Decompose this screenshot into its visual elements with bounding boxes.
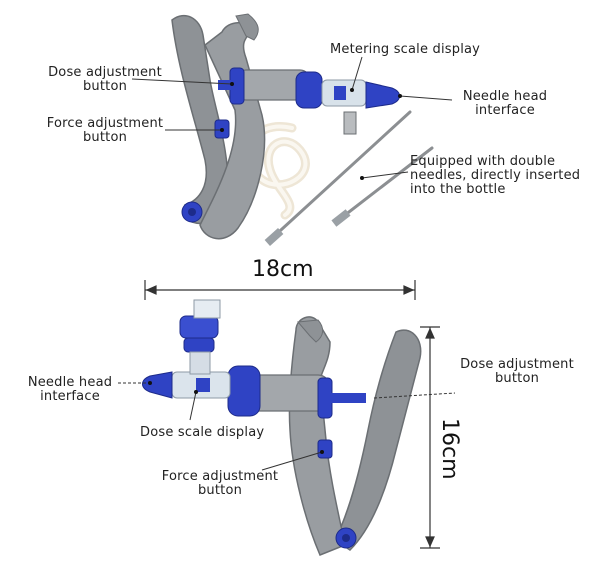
label-line: Dose adjustment: [48, 65, 162, 80]
height-dimension-label: 16cm: [437, 418, 462, 480]
top-leader-lines: [131, 56, 453, 179]
label-line: needles, directly inserted: [410, 168, 581, 183]
label-line: button: [494, 371, 540, 386]
label-line: Force adjustment: [46, 116, 164, 131]
label-line: into the bottle: [410, 182, 506, 197]
label-line: interface: [40, 389, 100, 404]
top-double-needles-label: Equipped with double needles, directly i…: [410, 155, 580, 197]
label-line: interface: [475, 103, 535, 118]
bottom-force-adjustment-label: Force adjustment button: [150, 470, 290, 498]
label-line: button: [197, 483, 243, 498]
bottom-needle-head-label: Needle head interface: [22, 376, 118, 404]
label-line: Equipped with double: [410, 154, 556, 169]
label-line: Dose adjustment: [460, 357, 574, 372]
bottom-dose-scale-label: Dose scale display: [140, 425, 265, 440]
width-dimension-label: 18cm: [252, 257, 314, 282]
label-line: Force adjustment: [161, 469, 279, 484]
label-line: Needle head: [462, 89, 548, 104]
top-syringe: [171, 13, 434, 246]
bottom-dose-adjustment-label: Dose adjustment button: [455, 358, 579, 386]
label-line: Needle head: [27, 375, 113, 390]
bottom-syringe: [142, 299, 422, 556]
top-needle-head-label: Needle head interface: [455, 90, 555, 118]
height-dimension-line: [420, 326, 440, 549]
label-line: button: [82, 130, 128, 145]
width-dimension-line: [144, 280, 416, 300]
label-line: button: [82, 79, 128, 94]
top-dose-adjustment-label: Dose adjustment button: [40, 66, 170, 94]
top-metering-scale-label: Metering scale display: [330, 42, 481, 57]
top-force-adjustment-label: Force adjustment button: [40, 117, 170, 145]
bottom-leader-lines: [118, 382, 456, 471]
